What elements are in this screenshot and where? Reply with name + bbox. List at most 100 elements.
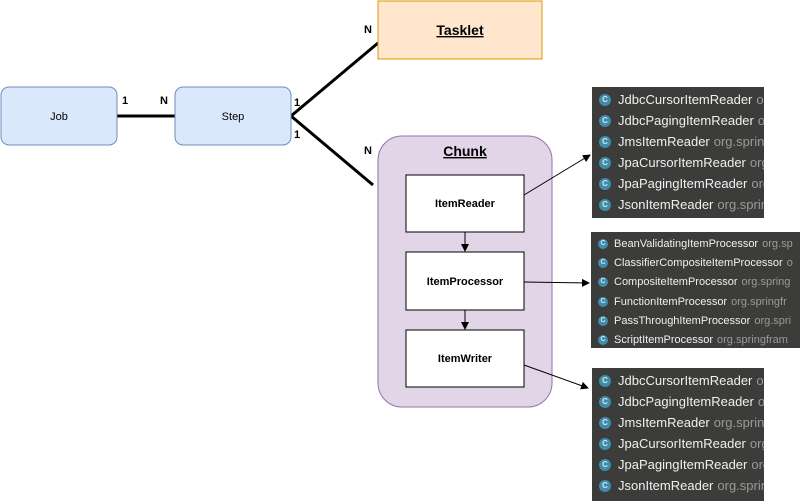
- class-icon: C: [598, 296, 608, 307]
- class-icon: C: [599, 479, 611, 492]
- chunk-title: Chunk: [443, 143, 487, 159]
- item-reader-label: ItemReader: [435, 198, 496, 210]
- class-list-item: C JpaPagingItemReaderorg: [599, 173, 764, 194]
- class-list-item: C JpaCursorItemReaderorg: [599, 433, 764, 454]
- class-icon: C: [599, 198, 611, 211]
- class-list-item: C JpaCursorItemReaderorg: [599, 152, 764, 173]
- class-name: JdbcCursorItemReader: [618, 92, 753, 107]
- class-icon: C: [599, 156, 611, 169]
- package-name: org.sp: [762, 237, 793, 250]
- class-icon: C: [598, 315, 608, 326]
- class-name: CompositeItemProcessor: [614, 276, 738, 289]
- class-name: BeanValidatingItemProcessor: [614, 237, 759, 250]
- class-icon: C: [599, 135, 611, 148]
- multiplicity-label: N: [364, 24, 372, 36]
- tasklet-node: [377, 0, 543, 60]
- class-name: JpaCursorItemReader: [618, 155, 746, 170]
- class-name: JpaPagingItemReader: [618, 176, 748, 191]
- class-name: JdbcPagingItemReader: [618, 394, 754, 409]
- processor-panel-arrow: [523, 278, 590, 287]
- package-name: o: [757, 394, 764, 409]
- class-icon: C: [599, 114, 611, 127]
- class-icon: C: [599, 374, 611, 387]
- package-name: org: [751, 176, 764, 191]
- package-name: org.springfr: [731, 295, 787, 308]
- package-name: o: [756, 373, 764, 388]
- tasklet-title: Tasklet: [436, 22, 484, 38]
- class-icon: C: [599, 93, 611, 106]
- class-icon: C: [598, 335, 608, 346]
- step-node: [174, 86, 292, 146]
- item-writer-label: ItemWriter: [438, 353, 493, 365]
- step-chunk-connector: [290, 114, 374, 187]
- class-icon: C: [599, 395, 611, 408]
- step-tasklet-connector: [290, 41, 379, 118]
- multiplicity-label: N: [160, 95, 168, 107]
- package-name: o: [757, 113, 764, 128]
- class-icon: C: [599, 177, 611, 190]
- class-icon: C: [599, 437, 611, 450]
- class-name: JmsItemReader: [618, 134, 710, 149]
- package-name: org.spri: [754, 314, 792, 327]
- package-name: o: [756, 92, 764, 107]
- package-name: org.sprin: [713, 134, 764, 149]
- item-processor-node: [405, 251, 525, 311]
- multiplicity-label: 1: [294, 97, 300, 109]
- class-name: JpaPagingItemReader: [618, 457, 748, 472]
- class-name: JdbcCursorItemReader: [618, 373, 753, 388]
- class-name: ScriptItemProcessor: [614, 334, 714, 347]
- job-node: [0, 86, 118, 146]
- class-name: ClassifierCompositeItemProcessor: [614, 256, 783, 269]
- multiplicity-label: N: [364, 145, 372, 157]
- package-name: org.sprin: [717, 197, 764, 212]
- class-icon: C: [598, 277, 608, 288]
- reader-panel-arrow: [523, 154, 591, 196]
- multiplicity-label: 1: [294, 129, 300, 141]
- package-name: org: [751, 457, 764, 472]
- class-icon: C: [599, 416, 611, 429]
- package-name: org.spring: [741, 276, 791, 289]
- job-label: Job: [50, 111, 68, 123]
- package-name: org.sprin: [717, 478, 764, 493]
- class-name: JsonItemReader: [618, 197, 714, 212]
- package-name: org: [749, 436, 764, 451]
- multiplicity-label: 1: [122, 95, 128, 107]
- class-name: JdbcPagingItemReader: [618, 113, 754, 128]
- class-list-item: C JpaPagingItemReaderorg: [599, 454, 764, 475]
- package-name: o: [786, 256, 793, 269]
- class-icon: C: [598, 238, 608, 249]
- package-name: org.springfram: [717, 334, 788, 347]
- step-label: Step: [222, 111, 245, 123]
- class-icon: C: [599, 458, 611, 471]
- package-name: org.sprin: [713, 415, 764, 430]
- class-name: JpaCursorItemReader: [618, 436, 746, 451]
- class-name: PassThroughItemProcessor: [614, 314, 751, 327]
- package-name: org: [749, 155, 764, 170]
- class-name: FunctionItemProcessor: [614, 295, 728, 308]
- class-name: JsonItemReader: [618, 478, 714, 493]
- item-processor-label: ItemProcessor: [427, 276, 504, 288]
- class-icon: C: [598, 257, 608, 268]
- class-name: JmsItemReader: [618, 415, 710, 430]
- writer-panel-arrow: [523, 364, 589, 390]
- item-writer-node: [405, 329, 525, 388]
- item-reader-node: [405, 174, 525, 233]
